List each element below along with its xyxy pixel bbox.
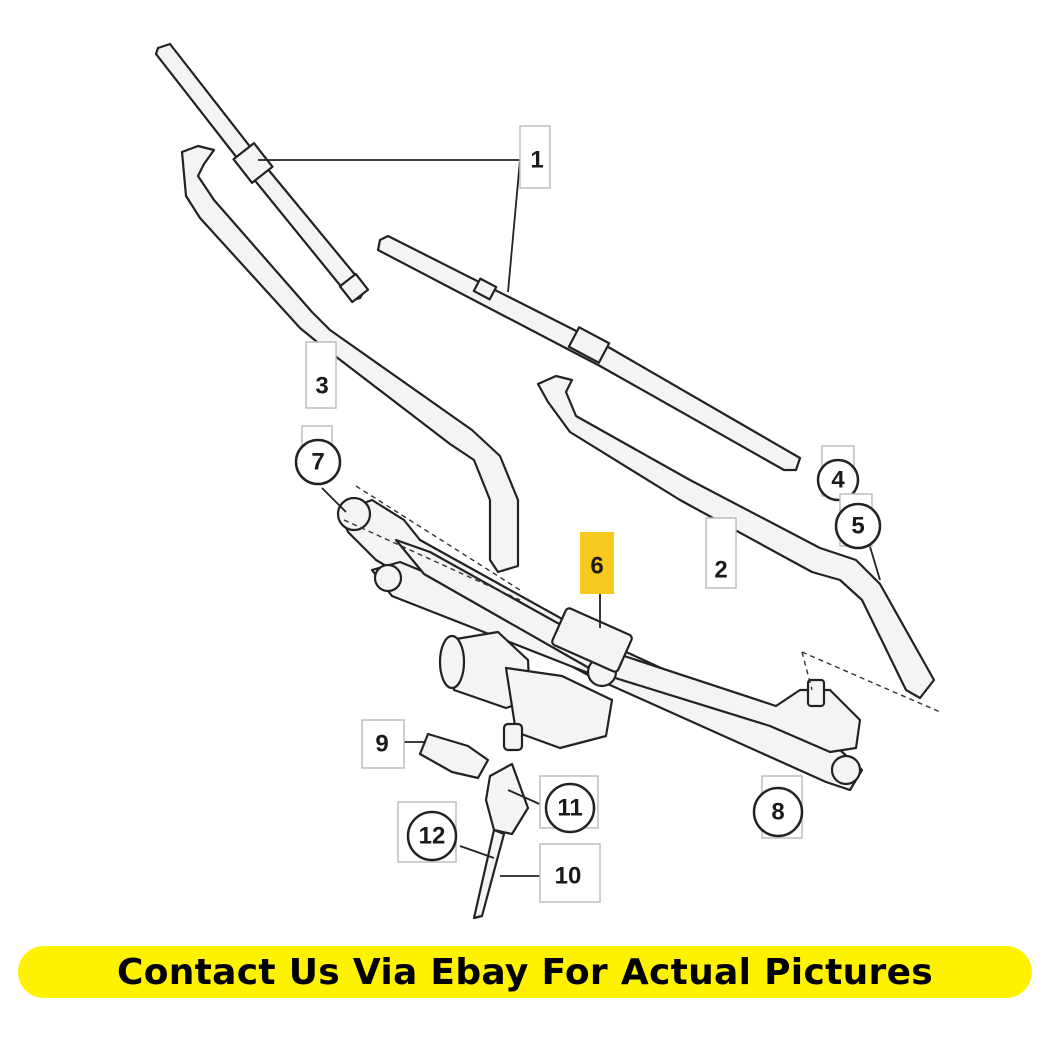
bracket-10-11-12 (472, 762, 530, 920)
dashed-guides (343, 485, 941, 713)
callout-1: 1 (519, 125, 551, 189)
wiper-motor (438, 630, 614, 752)
wiper-arm-right (536, 374, 936, 700)
svg-text:11: 11 (557, 795, 582, 822)
svg-text:1: 1 (530, 147, 543, 174)
callout-2: 2 (705, 517, 737, 589)
callout-7: 7 (294, 425, 342, 486)
svg-text:3: 3 (315, 373, 328, 400)
svg-text:5: 5 (851, 513, 864, 540)
wiper-linkage-frame (336, 496, 864, 792)
callout-9: 9 (361, 719, 405, 769)
wiper-blade-left (154, 42, 370, 304)
callout-12: 12 (397, 801, 458, 863)
callout-10: 10 (539, 843, 601, 903)
bracket-9 (418, 732, 490, 780)
wiper-blade-right (376, 234, 802, 472)
svg-text:12: 12 (419, 823, 446, 850)
svg-text:10: 10 (555, 863, 582, 890)
svg-text:9: 9 (375, 731, 388, 758)
callout-5: 5 (834, 493, 882, 550)
callout-6: 6 (580, 532, 614, 594)
callout-4: 4 (816, 445, 860, 502)
svg-text:8: 8 (771, 799, 784, 826)
svg-text:6: 6 (590, 553, 603, 580)
contact-banner: Contact Us Via Ebay For Actual Pictures (18, 946, 1032, 998)
callout-3: 3 (305, 341, 337, 409)
wiper-arm-left (180, 144, 520, 574)
callout-8: 8 (752, 775, 804, 839)
svg-text:2: 2 (714, 557, 727, 584)
svg-text:7: 7 (311, 449, 324, 476)
banner-text: Contact Us Via Ebay For Actual Pictures (116, 951, 934, 993)
callout-11: 11 (539, 775, 599, 834)
svg-text:4: 4 (831, 467, 845, 494)
